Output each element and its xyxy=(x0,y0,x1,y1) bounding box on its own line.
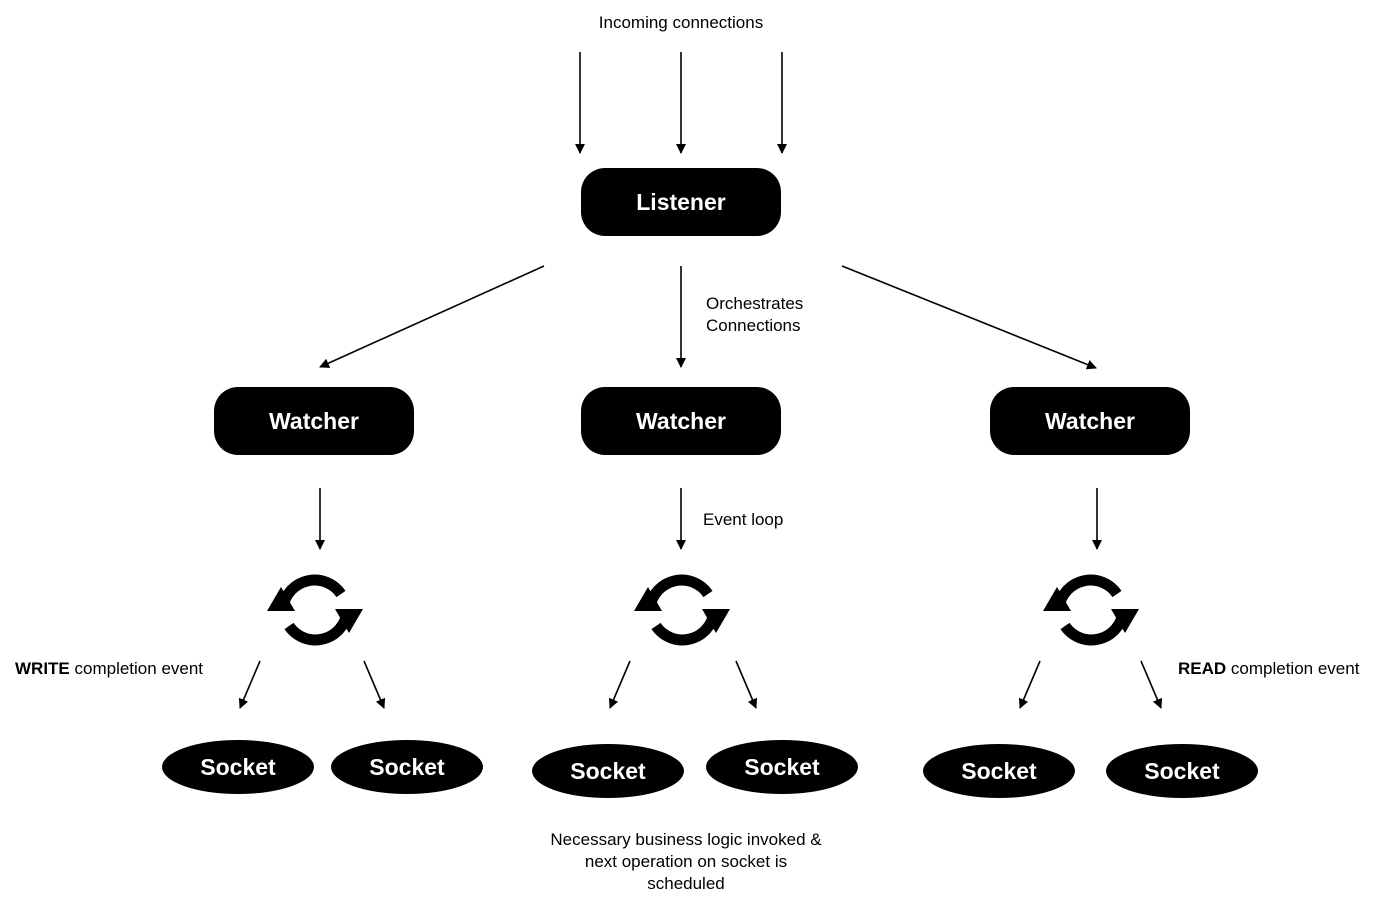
loop-to-socket-arrow xyxy=(735,660,758,709)
business-line-1: Necessary business logic invoked & xyxy=(550,830,822,849)
watcher-node-right: Watcher xyxy=(990,387,1190,455)
business-line-3: scheduled xyxy=(647,874,725,893)
listener-node: Listener xyxy=(581,168,781,236)
listener-to-watcher-arrow xyxy=(841,265,1097,370)
listener-to-watcher-arrow xyxy=(319,265,545,368)
read-strong: READ xyxy=(1178,659,1227,678)
business-line-2: next operation on socket is xyxy=(584,852,788,871)
loop-to-socket-arrow xyxy=(363,660,386,709)
socket-node: Socket xyxy=(923,744,1075,798)
socket-node: Socket xyxy=(532,744,684,798)
event-loop-label: Event loop xyxy=(703,510,784,529)
read-rest: completion event xyxy=(1226,659,1360,678)
incoming-connections-label: Incoming connections xyxy=(598,13,764,32)
write-completion-label: WRITE completion event xyxy=(15,658,203,680)
socket-node: Socket xyxy=(1106,744,1258,798)
orchestrates-connections-label: Orchestrates Connections xyxy=(706,293,803,337)
loop-to-socket-arrow xyxy=(608,660,631,709)
orchestrates-line-1: Orchestrates xyxy=(706,294,804,313)
loop-to-socket-arrow xyxy=(1140,660,1163,709)
write-strong: WRITE xyxy=(15,659,70,678)
socket-node: Socket xyxy=(162,740,314,794)
refresh-cycle-icon xyxy=(267,574,363,646)
watcher-node-left: Watcher xyxy=(214,387,414,455)
loop-to-socket-arrow xyxy=(1018,660,1041,709)
write-rest: completion event xyxy=(69,659,204,678)
socket-node: Socket xyxy=(706,740,858,794)
refresh-cycle-icon xyxy=(1043,574,1139,646)
watcher-node-center: Watcher xyxy=(581,387,781,455)
refresh-cycle-icon xyxy=(634,574,730,646)
business-logic-label: Necessary business logic invoked & next … xyxy=(506,829,866,895)
read-completion-label: READ completion event xyxy=(1178,658,1359,680)
loop-to-socket-arrow xyxy=(238,660,261,709)
socket-node: Socket xyxy=(331,740,483,794)
orchestrates-line-2: Connections xyxy=(706,316,801,335)
